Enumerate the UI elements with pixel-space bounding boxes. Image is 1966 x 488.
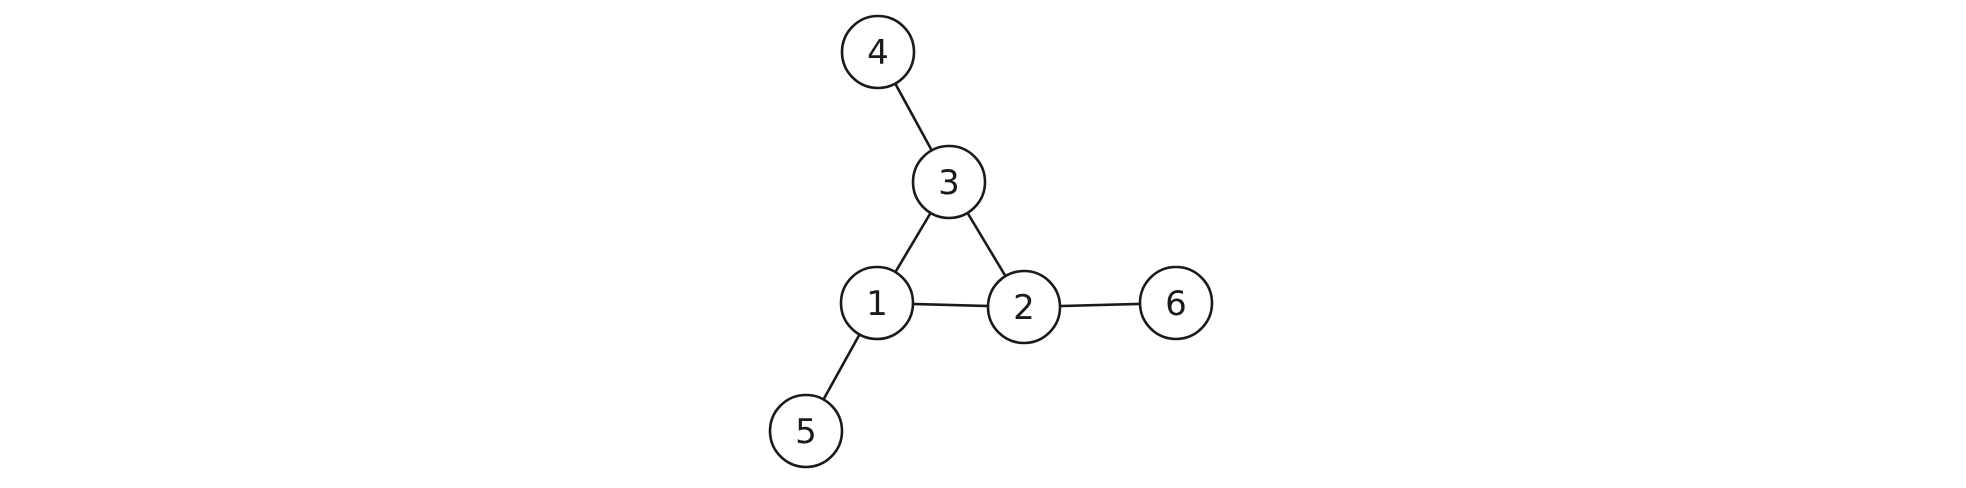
node-6: 6 [1138, 265, 1214, 341]
node-4: 4 [840, 14, 916, 90]
node-circle [911, 144, 987, 220]
node-label: 6 [1165, 284, 1187, 324]
node-label: 5 [795, 412, 817, 452]
node-circle [986, 269, 1062, 345]
node-circle [1138, 265, 1214, 341]
node-2: 2 [986, 269, 1062, 345]
node-circle [839, 265, 915, 341]
node-label: 1 [866, 284, 888, 324]
node-layer: 1 2 3 4 5 6 [768, 14, 1214, 469]
node-label: 3 [938, 163, 960, 203]
node-label: 4 [867, 33, 889, 73]
node-label: 2 [1013, 288, 1035, 328]
edge-layer [804, 51, 1177, 432]
node-1: 1 [839, 265, 915, 341]
node-3: 3 [911, 144, 987, 220]
node-5: 5 [768, 393, 844, 469]
node-circle [768, 393, 844, 469]
node-circle [840, 14, 916, 90]
